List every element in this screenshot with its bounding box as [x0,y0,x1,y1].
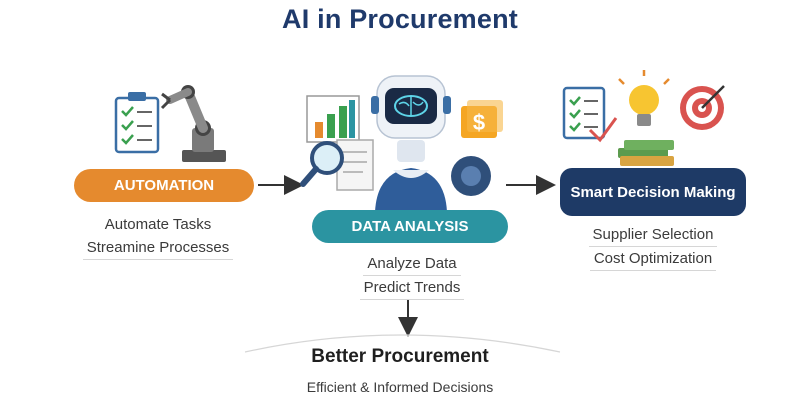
automation-label: AUTOMATION [74,169,254,202]
dollar-sign-icon: $ [461,100,503,138]
brain-icon [394,95,428,117]
page-title: AI in Procurement [282,4,518,34]
smart-decision-points: Supplier Selection Cost Optimization [543,223,763,271]
data-analysis-point: Analyze Data [363,252,461,276]
data-analysis-points: Analyze Data Predict Trends [302,252,522,300]
outcome-arc [244,334,561,353]
robotic-arm-icon [160,85,226,162]
magnifier-icon [300,141,344,187]
automation-points: Automate Tasks Streamine Processes [48,213,268,260]
checklist-clipboard-icon [114,92,160,154]
smart-decision-label: Smart Decision Making [560,168,746,216]
bar-chart-icon [306,95,360,143]
smart-decision-illustration [562,70,725,166]
headset-icon [451,156,491,196]
svg-text:$: $ [473,110,485,135]
target-icon [680,85,725,130]
automation-point: Automate Tasks [104,216,212,233]
outcome-title: Better Procurement [311,346,489,367]
smart-decision-point: Cost Optimization [589,247,717,271]
automation-point: Streamine Processes [82,236,234,260]
lightbulb-icon [618,70,670,126]
data-analysis-label: DATA ANALYSIS [312,210,508,243]
checklist-icon [562,86,618,143]
money-stack-icon [618,140,674,166]
automation-illustration [114,85,226,162]
data-analysis-illustration: $ [300,75,503,212]
document-icon [336,139,374,191]
smart-decision-point: Supplier Selection [588,223,718,247]
outcome-subtitle: Efficient & Informed Decisions [306,379,494,395]
data-analysis-point: Predict Trends [359,276,465,300]
